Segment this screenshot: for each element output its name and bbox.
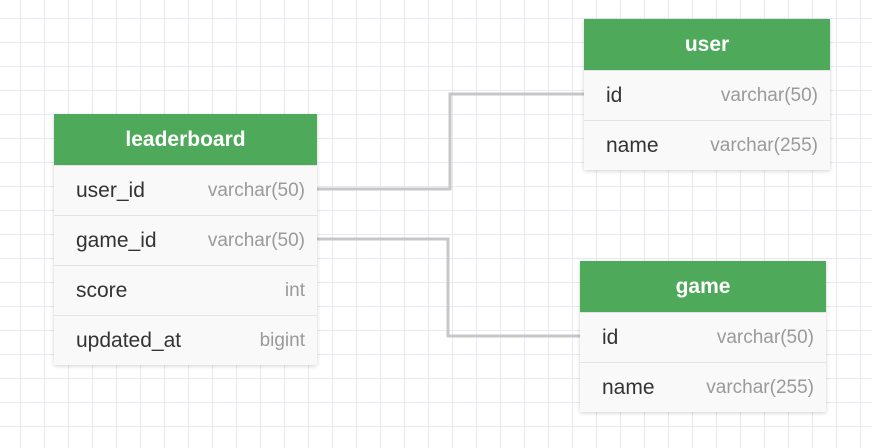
column-type: bigint [259, 329, 305, 351]
column-row-score[interactable]: score int [54, 265, 317, 315]
column-type: varchar(255) [706, 376, 814, 398]
column-type: int [284, 279, 305, 301]
table-header-user: user [584, 19, 830, 70]
column-type: varchar(50) [720, 84, 818, 106]
column-name: updated_at [76, 328, 182, 352]
column-name: id [602, 325, 619, 349]
column-name: user_id [76, 178, 145, 202]
column-type: varchar(255) [710, 134, 818, 156]
table-game[interactable]: game id varchar(50) name varchar(255) [580, 261, 826, 412]
column-name: name [606, 133, 659, 157]
table-user[interactable]: user id varchar(50) name varchar(255) [584, 19, 830, 170]
column-type: varchar(50) [716, 326, 814, 348]
column-row-name[interactable]: name varchar(255) [584, 120, 830, 170]
column-type: varchar(50) [207, 229, 305, 251]
column-row-id[interactable]: id varchar(50) [580, 312, 826, 362]
table-header-leaderboard: leaderboard [54, 114, 317, 165]
column-name: id [606, 83, 623, 107]
column-name: score [76, 278, 128, 302]
relationship-leaderboard-game [317, 237, 580, 338]
column-type: varchar(50) [207, 179, 305, 201]
column-row-id[interactable]: id varchar(50) [584, 70, 830, 120]
column-row-user-id[interactable]: user_id varchar(50) [54, 165, 317, 215]
column-name: game_id [76, 228, 157, 252]
column-row-name[interactable]: name varchar(255) [580, 362, 826, 412]
table-header-game: game [580, 261, 826, 312]
column-row-game-id[interactable]: game_id varchar(50) [54, 215, 317, 265]
table-leaderboard[interactable]: leaderboard user_id varchar(50) game_id … [54, 114, 317, 365]
relationship-leaderboard-user [317, 92, 584, 191]
column-row-updated-at[interactable]: updated_at bigint [54, 315, 317, 365]
column-name: name [602, 375, 655, 399]
